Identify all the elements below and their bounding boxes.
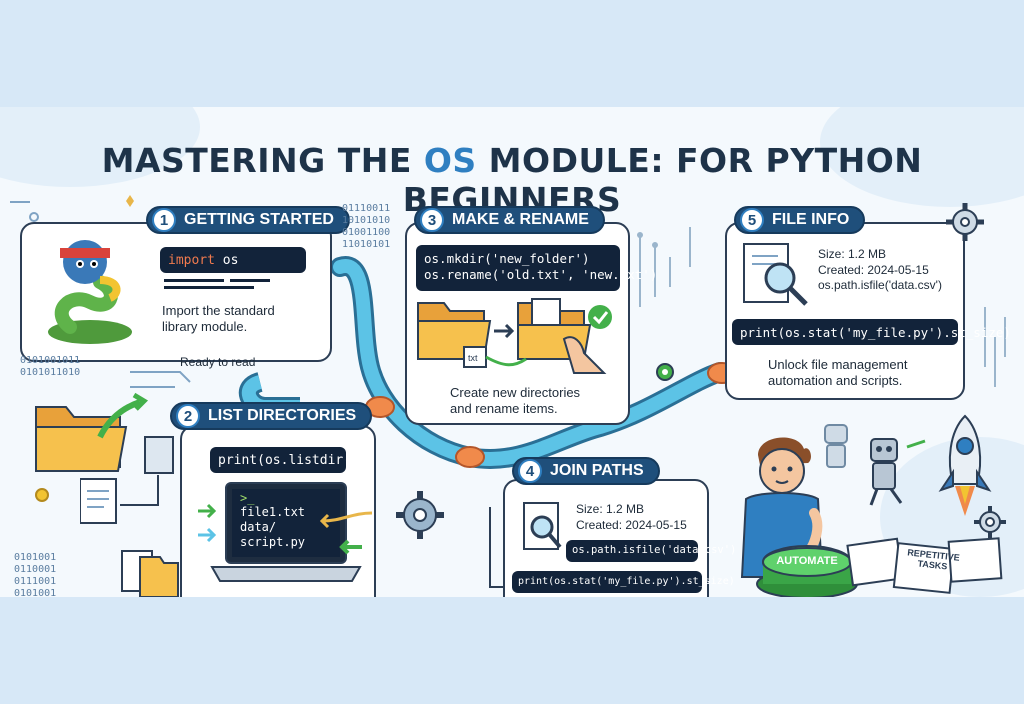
terminal-line: data/ — [240, 520, 277, 534]
step-3-code: os.mkdir('new_folder') os.rename('old.tx… — [416, 245, 658, 291]
terminal-line: script.py — [240, 535, 306, 549]
step-4-isfile-code: os.path.isfile('data.csv') — [566, 540, 736, 562]
arrow-icons — [198, 503, 217, 543]
code-line: os.rename('old.txt', 'new.txt') — [424, 267, 658, 283]
code-lines-decoration — [164, 279, 270, 289]
file-search-icon — [743, 243, 808, 306]
gear-icon — [974, 506, 1006, 538]
binary-decoration: 0101001011 0101011010 — [20, 355, 81, 378]
txt-file-label: txt — [468, 353, 478, 363]
bottom-band — [0, 597, 1024, 704]
step-2-code: print(os.listdir()) — [210, 447, 367, 473]
step-5-code: print(os.stat('my_file.py').st_size) — [732, 319, 1011, 345]
coin-icon — [35, 488, 49, 502]
page-title: MASTERING THE OS MODULE: FOR PYTHON BEGI… — [101, 141, 923, 219]
python-snake-icon — [48, 240, 132, 344]
file-isfile: os.path.isfile('data.csv') — [818, 278, 942, 293]
terminal-line: file1.txt — [240, 505, 306, 519]
paper-stack-icon — [846, 537, 1003, 594]
document-icon — [80, 436, 174, 524]
file-size: Size: 1.2 MB — [576, 502, 645, 516]
step-5-metadata: Size: 1.2 MB Created: 2024-05-15 os.path… — [818, 247, 942, 294]
folder-icon — [121, 550, 179, 597]
terminal-prompt: >_ — [240, 491, 255, 505]
step-4-metadata: Size: 1.2 MB Created: 2024-05-15 — [576, 502, 687, 533]
file-created: Created: 2024-05-15 — [576, 517, 687, 532]
step-5-description: Unlock file management automation and sc… — [768, 357, 908, 389]
robot-icon — [824, 424, 926, 506]
step-1-code: import os — [160, 247, 306, 273]
infographic-canvas: MASTERING THE OS MODULE: FOR PYTHON BEGI… — [0, 107, 1024, 597]
folder-icon — [35, 392, 149, 472]
gear-icon — [656, 363, 674, 381]
step-3-description: Create new directories and rename items. — [450, 385, 581, 417]
make-rename-illustration — [417, 298, 612, 374]
ready-label: Ready to read — [180, 355, 256, 369]
step-4-stat-code: print(os.stat('my_file.py').st_size) — [512, 571, 735, 593]
binary-decoration: 0101001 0110001 0111001 0101001 — [14, 552, 57, 597]
file-size: Size: 1.2 MB — [818, 247, 887, 261]
binary-decoration: 01110011 10101010 01001100 11010101 — [342, 203, 391, 250]
file-search-icon — [523, 502, 562, 550]
code-line: os.mkdir('new_folder') — [424, 251, 590, 266]
gear-icon — [396, 491, 444, 539]
arrow-icons — [319, 511, 373, 555]
top-band — [0, 0, 1024, 107]
automate-button[interactable] — [752, 532, 862, 597]
rocket-icon — [938, 414, 992, 516]
step-1-description: Import the standard library module. — [162, 303, 275, 335]
terminal-output: file1.txt data/ script.py — [240, 505, 305, 550]
file-created: Created: 2024-05-15 — [818, 262, 929, 277]
pipe-joint — [455, 446, 485, 468]
automate-button-label[interactable]: AUTOMATE — [776, 555, 838, 567]
gear-icon — [946, 203, 984, 241]
